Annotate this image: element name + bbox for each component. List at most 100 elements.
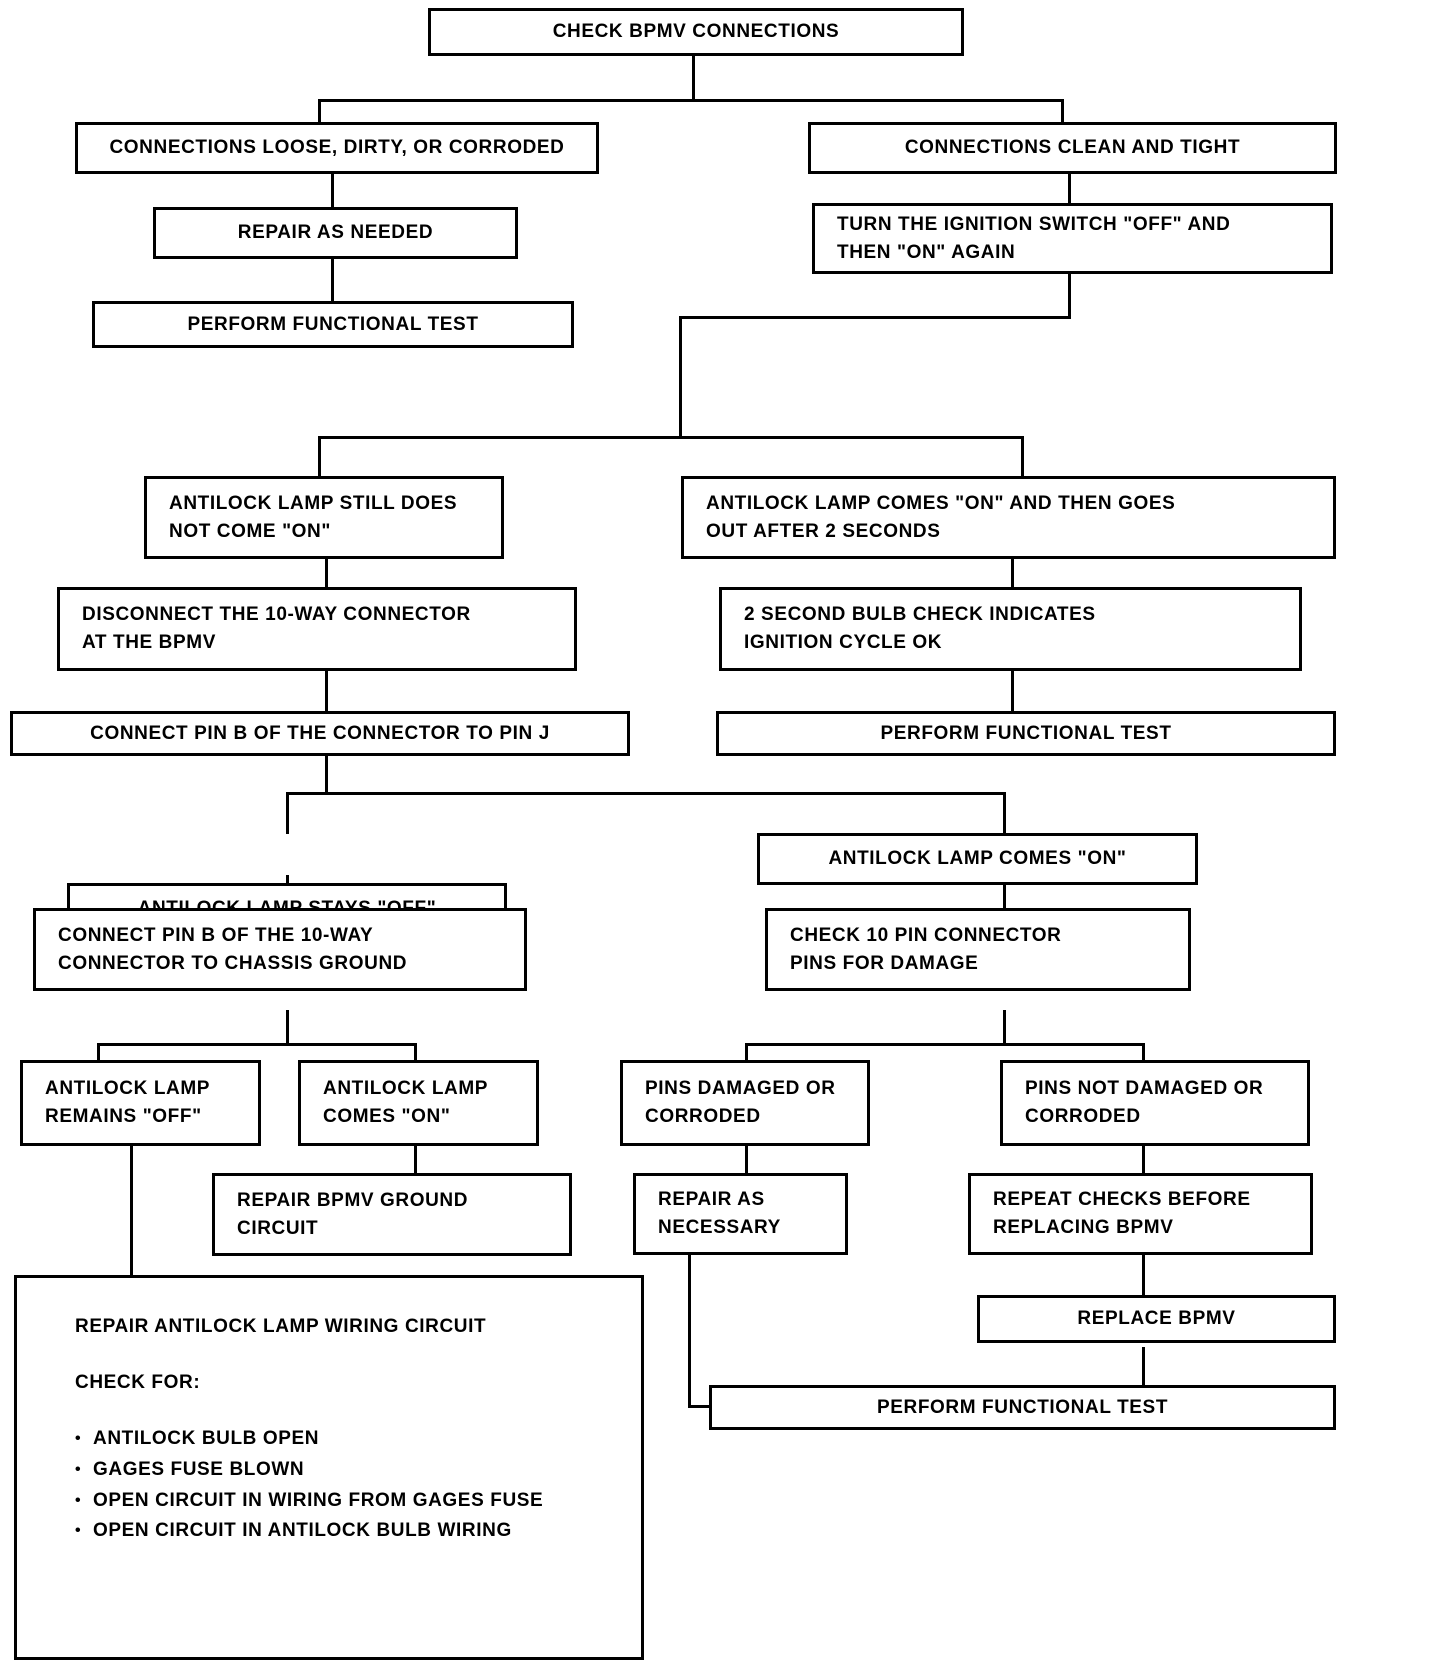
node-line: CONNECTOR TO CHASSIS GROUND (58, 952, 408, 974)
connector-lampstilloff-to-disconnect (325, 558, 328, 588)
node-line: REPAIR AS (658, 1189, 765, 1211)
node-line: CHECK 10 PIN CONNECTOR (790, 924, 1062, 946)
node-line: OUT AFTER 2 SECONDS (706, 520, 941, 542)
connector-root-split (318, 99, 1064, 102)
note-item: GAGES FUSE BLOWN (75, 1455, 641, 1486)
connector-check10pin-down (1003, 1010, 1006, 1045)
node-line: PERFORM FUNCTIONAL TEST (876, 1396, 1169, 1418)
node-perform-functional-test-2[interactable]: PERFORM FUNCTIONAL TEST (716, 711, 1336, 756)
node-line: PINS NOT DAMAGED OR (1025, 1078, 1264, 1100)
node-repair-as-necessary[interactable]: REPAIR AS NECESSARY (633, 1173, 848, 1255)
node-connect-pin-b-to-pin-j[interactable]: CONNECT PIN B OF THE CONNECTOR TO PIN J (10, 711, 630, 756)
node-line: PERFORM FUNCTIONAL TEST (880, 722, 1172, 744)
node-turn-ignition-switch[interactable]: TURN THE IGNITION SWITCH "OFF" AND THEN … (812, 203, 1333, 274)
node-line: REMAINS "OFF" (45, 1106, 202, 1127)
node-connections-loose[interactable]: CONNECTIONS LOOSE, DIRTY, OR CORRODED (75, 122, 599, 174)
connector-connectground-down (286, 1010, 289, 1045)
node-antilock-lamp-comes-on-2[interactable]: ANTILOCK LAMP COMES "ON" (298, 1060, 539, 1146)
connector-level2-split (318, 436, 1024, 439)
note-repair-antilock-lamp-wiring[interactable]: REPAIR ANTILOCK LAMP WIRING CIRCUIT CHEC… (14, 1275, 644, 1660)
connector-to-lamp-still-off (318, 436, 321, 476)
node-line: REPEAT CHECKS BEFORE (993, 1189, 1251, 1211)
node-check-bpmv-connections[interactable]: CHECK BPMV CONNECTIONS (428, 8, 964, 56)
node-perform-functional-test-3[interactable]: PERFORM FUNCTIONAL TEST (709, 1385, 1336, 1430)
connector-to-pins-damaged (745, 1043, 748, 1071)
node-line: REPAIR BPMV GROUND (237, 1189, 469, 1211)
connector-repairnec-right (688, 1405, 718, 1408)
node-line: COMES "ON" (323, 1106, 451, 1127)
connector-lampremainsoff-down (130, 1146, 133, 1277)
node-line: CHECK BPMV CONNECTIONS (552, 21, 840, 43)
node-line: PERFORM FUNCTIONAL TEST (187, 313, 479, 335)
node-check-10-pin-connector[interactable]: CHECK 10 PIN CONNECTOR PINS FOR DAMAGE (765, 908, 1191, 991)
node-line: NOT COME "ON" (169, 520, 331, 542)
node-line: IGNITION CYCLE OK (744, 632, 943, 653)
connector-to-lamp-comes-on-2 (414, 1043, 417, 1071)
connector-ignition-left (679, 316, 1071, 319)
connector-ignition-down (1068, 273, 1071, 318)
node-line: ANTILOCK LAMP STILL DOES (169, 492, 458, 514)
node-line: 2 SECOND BULB CHECK INDICATES (744, 604, 1096, 626)
connector-root-down (692, 55, 695, 101)
connector-to-loose (318, 99, 321, 123)
connector-pinsdamaged-to-repairnec (745, 1146, 748, 1174)
node-replace-bpmv[interactable]: REPLACE BPMV (977, 1295, 1336, 1343)
connector-repeat-to-replace (1142, 1251, 1145, 1298)
node-line: CONNECT PIN B OF THE 10-WAY (58, 924, 374, 946)
connector-to-lamp-on-then-out (1021, 436, 1024, 476)
node-line: ANTILOCK LAMP COMES "ON" AND THEN GOES (706, 492, 1176, 514)
node-line: REPLACE BPMV (1077, 1308, 1236, 1330)
node-antilock-lamp-still-not-on[interactable]: ANTILOCK LAMP STILL DOES NOT COME "ON" (144, 476, 504, 559)
connector-ignition-dropdown (679, 316, 682, 438)
connector-level4-left-split (97, 1043, 417, 1046)
connector-to-lamp-remains-off (97, 1043, 100, 1071)
note-item: ANTILOCK BULB OPEN (75, 1424, 641, 1455)
node-bulb-check-ok[interactable]: 2 SECOND BULB CHECK INDICATES IGNITION C… (719, 587, 1302, 671)
connector-repairnec-down (688, 1251, 691, 1408)
node-line: AT THE BPMV (82, 632, 216, 653)
node-antilock-lamp-on-then-out[interactable]: ANTILOCK LAMP COMES "ON" AND THEN GOES O… (681, 476, 1336, 559)
connector-lampout-to-bulbcheck (1011, 558, 1014, 588)
connector-level4-right-split (745, 1043, 1145, 1046)
note-item: OPEN CIRCUIT IN ANTILOCK BULB WIRING (75, 1516, 641, 1547)
node-line: PINS FOR DAMAGE (790, 952, 979, 974)
note-subtitle: CHECK FOR: (75, 1372, 201, 1393)
connector-disconnect-to-connectpin (325, 670, 328, 712)
node-line: CONNECTIONS CLEAN AND TIGHT (904, 137, 1241, 159)
connector-to-lamp-stays-off (286, 792, 289, 834)
note-title: REPAIR ANTILOCK LAMP WIRING CIRCUIT (75, 1316, 487, 1337)
node-line: ANTILOCK LAMP COMES "ON" (828, 848, 1127, 870)
connector-level3-split (286, 792, 1006, 795)
node-line: THEN "ON" AGAIN (837, 241, 1016, 263)
node-repeat-checks-before-replacing[interactable]: REPEAT CHECKS BEFORE REPLACING BPMV (968, 1173, 1313, 1255)
node-connections-clean-tight[interactable]: CONNECTIONS CLEAN AND TIGHT (808, 122, 1337, 174)
node-line: CORRODED (645, 1106, 761, 1127)
node-disconnect-10way-connector[interactable]: DISCONNECT THE 10-WAY CONNECTOR AT THE B… (57, 587, 577, 671)
connector-to-lamp-comes-on (1003, 792, 1006, 834)
connector-to-clean (1061, 99, 1064, 123)
note-item: OPEN CIRCUIT IN WIRING FROM GAGES FUSE (75, 1486, 641, 1517)
node-repair-bpmv-ground-circuit[interactable]: REPAIR BPMV GROUND CIRCUIT (212, 1173, 572, 1256)
node-line: DISCONNECT THE 10-WAY CONNECTOR (82, 604, 471, 626)
node-repair-as-needed[interactable]: REPAIR AS NEEDED (153, 207, 518, 259)
node-antilock-lamp-comes-on[interactable]: ANTILOCK LAMP COMES "ON" (757, 833, 1198, 885)
node-line: CORRODED (1025, 1106, 1141, 1127)
node-line: CONNECT PIN B OF THE CONNECTOR TO PIN J (90, 722, 550, 744)
node-line: CIRCUIT (237, 1217, 319, 1239)
node-pins-not-damaged-or-corroded[interactable]: PINS NOT DAMAGED OR CORRODED (1000, 1060, 1310, 1146)
node-line: ANTILOCK LAMP (45, 1078, 211, 1100)
connector-to-pins-not-damaged (1142, 1043, 1145, 1071)
node-connect-pin-b-chassis-ground[interactable]: CONNECT PIN B OF THE 10-WAY CONNECTOR TO… (33, 908, 527, 991)
connector-comeson-to-check10pin (1003, 875, 1006, 909)
node-line: PINS DAMAGED OR (645, 1078, 836, 1100)
connector-clean-to-ignition (1068, 173, 1071, 204)
node-line: ANTILOCK LAMP (323, 1078, 489, 1100)
node-pins-damaged-or-corroded[interactable]: PINS DAMAGED OR CORRODED (620, 1060, 870, 1146)
node-line: REPLACING BPMV (993, 1217, 1174, 1238)
node-perform-functional-test-1[interactable]: PERFORM FUNCTIONAL TEST (92, 301, 574, 348)
connector-repair-to-test (331, 258, 334, 302)
connector-connectpin-down (325, 754, 328, 794)
node-line: CONNECTIONS LOOSE, DIRTY, OR CORRODED (109, 137, 565, 159)
node-antilock-lamp-remains-off[interactable]: ANTILOCK LAMP REMAINS "OFF" (20, 1060, 261, 1146)
